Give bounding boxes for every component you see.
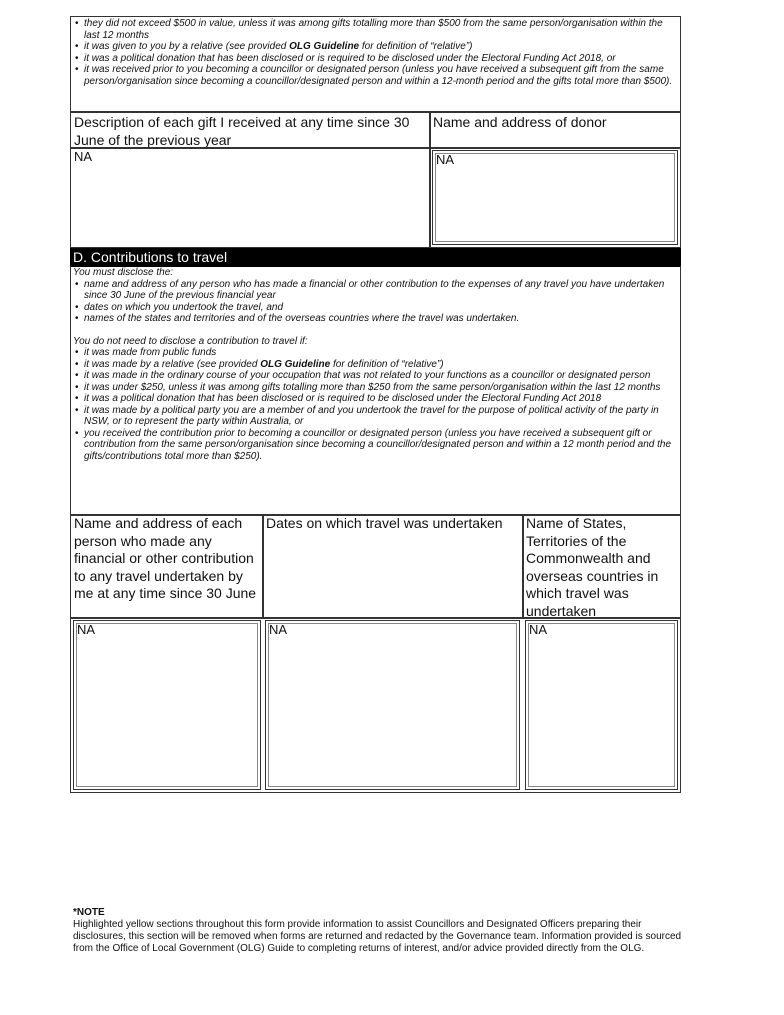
- must-list: name and address of any person who has m…: [73, 279, 678, 325]
- dates-header: Dates on which travel was undertaken: [262, 514, 524, 619]
- contributor-header: Name and address of each person who made…: [70, 514, 264, 619]
- donor-cell: [429, 147, 681, 248]
- list-item: names of the states and territories and …: [73, 313, 678, 325]
- places-header: Name of States, Territories of the Commo…: [522, 514, 681, 619]
- donor-value[interactable]: NA: [432, 150, 678, 245]
- places-value[interactable]: NA: [525, 620, 678, 790]
- section-d-title: D. Contributions to travel: [70, 248, 681, 267]
- list-item: it was made by a relative (see provided …: [73, 359, 678, 371]
- donor-header: Name and address of donor: [429, 111, 681, 149]
- section-d-instructions: You must disclose the: name and address …: [70, 266, 681, 516]
- list-item: you received the contribution prior to b…: [73, 428, 678, 463]
- gift-exclusions-list: they did not exceed $500 in value, unles…: [73, 18, 678, 87]
- note: *NOTE Highlighted yellow sections throug…: [73, 907, 683, 955]
- gift-description-value[interactable]: NA: [70, 147, 431, 248]
- list-item: name and address of any person who has m…: [73, 279, 678, 302]
- gift-description-header: Description of each gift I received at a…: [70, 111, 431, 149]
- list-item: it was made in the ordinary course of yo…: [73, 370, 678, 382]
- not-list: it was made from public fundsit was made…: [73, 347, 678, 462]
- gift-exclusions-box: they did not exceed $500 in value, unles…: [70, 16, 681, 113]
- note-text: Highlighted yellow sections throughout t…: [73, 919, 682, 954]
- list-item: it was received prior to you becoming a …: [73, 64, 678, 87]
- list-item: it was made by a political party you are…: [73, 405, 678, 428]
- not-intro: You do not need to disclose a contributi…: [73, 335, 308, 347]
- must-intro: You must disclose the:: [73, 267, 174, 278]
- contributor-value[interactable]: NA: [73, 620, 261, 790]
- list-item: dates on which you undertook the travel,…: [73, 302, 678, 314]
- travel-data-row: [70, 617, 681, 793]
- note-title: *NOTE: [73, 907, 105, 918]
- list-item: it was a political donation that has bee…: [73, 393, 678, 405]
- list-item: it was under $250, unless it was among g…: [73, 382, 678, 394]
- list-item: they did not exceed $500 in value, unles…: [73, 18, 678, 41]
- list-item: it was made from public funds: [73, 347, 678, 359]
- list-item: it was a political donation that has bee…: [73, 53, 678, 65]
- dates-value[interactable]: NA: [265, 620, 520, 790]
- list-item: it was given to you by a relative (see p…: [73, 41, 678, 53]
